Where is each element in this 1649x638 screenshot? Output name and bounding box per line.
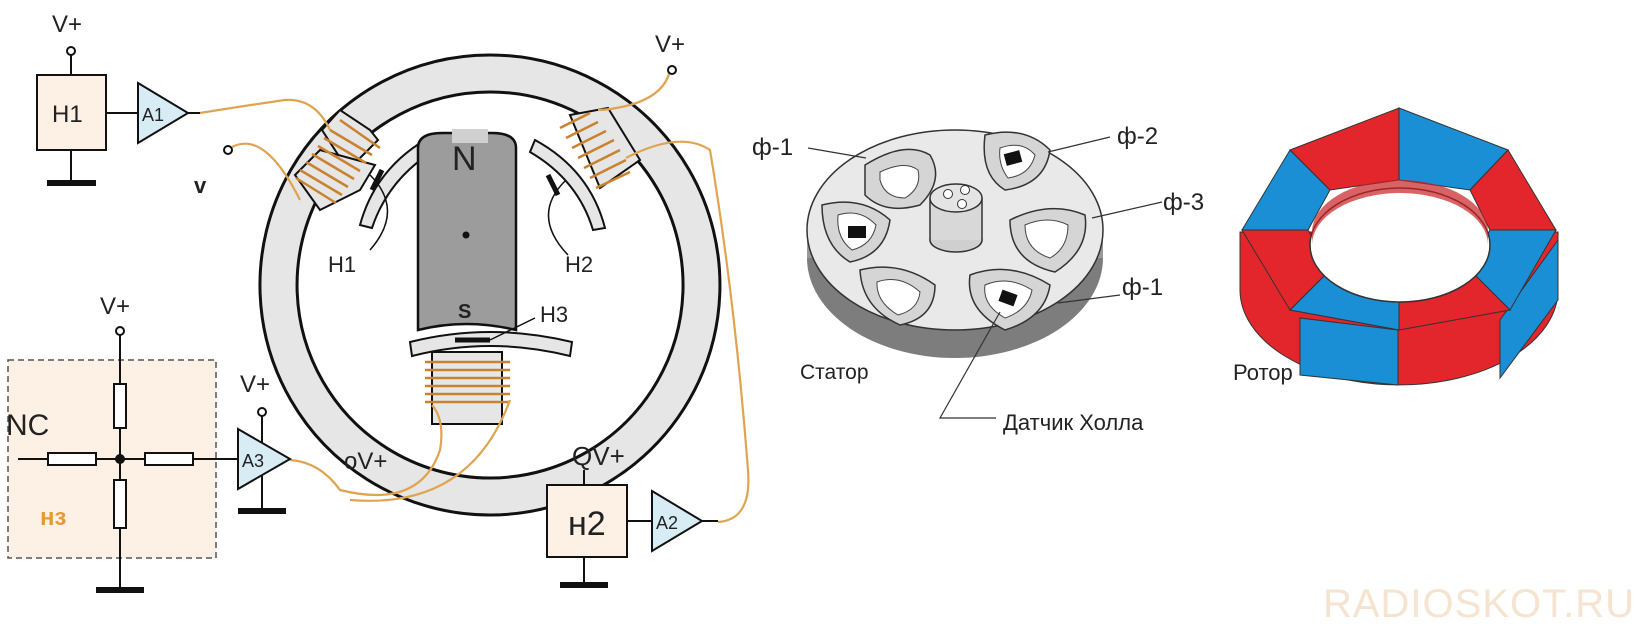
- circuit-h1: V+ H1 A1: [36, 11, 200, 186]
- rotor-s-label: S: [458, 301, 471, 323]
- coil-top-right: [559, 111, 631, 190]
- hall-chip-3: [998, 289, 1018, 307]
- hall-chip-2: [848, 226, 866, 238]
- hall-chip-1: [1003, 150, 1023, 166]
- vplus-h1: V+: [52, 11, 82, 38]
- vplus-a3: V+: [240, 371, 270, 398]
- hall-h3-arrow: [489, 317, 536, 341]
- phase-1-bottom: ф-1: [1122, 274, 1163, 301]
- phase-3: ф-3: [1163, 189, 1204, 216]
- hall-sensor-h2-mark: [545, 173, 561, 197]
- hall-h2-label: H2: [565, 252, 593, 277]
- coil-top-left: [295, 118, 381, 205]
- h1-box-label: H1: [52, 101, 83, 128]
- circuit-h2: QV+ н2 A2: [546, 441, 718, 588]
- vplus-coil2: V+: [655, 31, 685, 58]
- motor-assembly: N S H1 H2 H3: [258, 53, 722, 517]
- hall-sensor-h1-mark: [369, 168, 385, 192]
- vplus-coil3: oV+: [344, 448, 387, 475]
- hall-arc-h2: [547, 179, 569, 256]
- pole-bottom: [408, 331, 574, 425]
- hall-h3-label: H3: [540, 302, 568, 327]
- amp-a3-label: A3: [242, 451, 264, 471]
- rotor-n-label: N: [452, 140, 477, 178]
- vminus-coil1: v: [194, 173, 207, 198]
- hall-sensor-label: Датчик Холла: [1003, 410, 1144, 435]
- h2-box-label: н2: [568, 505, 606, 543]
- hall-h1-label: H1: [328, 252, 356, 277]
- phase-2: ф-2: [1117, 123, 1158, 150]
- h3-box-label: нз: [40, 504, 66, 531]
- watermark: RADIOSKOT.RU: [1322, 582, 1635, 626]
- nc-label: NC: [6, 409, 49, 442]
- amp-a1-label: A1: [142, 105, 164, 125]
- amp-a2: [651, 489, 704, 553]
- wires: [199, 69, 750, 524]
- vplus-h2: QV+: [572, 441, 625, 471]
- vplus-h3: V+: [100, 293, 130, 320]
- stator-caption: Статор: [800, 361, 869, 384]
- h2-box: [546, 484, 628, 558]
- rotor-caption: Ротор: [1233, 360, 1293, 385]
- stator-3d: ф-1 ф-2 ф-3 ф-1 Статор Датчик Холла: [752, 123, 1204, 435]
- rotor-magnet: [416, 129, 518, 332]
- phase-1-top: ф-1: [752, 134, 793, 161]
- circuit-h3: V+ NC нз A3 V+: [6, 293, 293, 593]
- amp-a1: [137, 81, 190, 145]
- amp-a2-label: A2: [656, 513, 678, 533]
- rotor-ring-3d: Ротор: [1233, 107, 1559, 386]
- coil-bottom: [425, 360, 510, 404]
- amp-a3: [237, 427, 293, 491]
